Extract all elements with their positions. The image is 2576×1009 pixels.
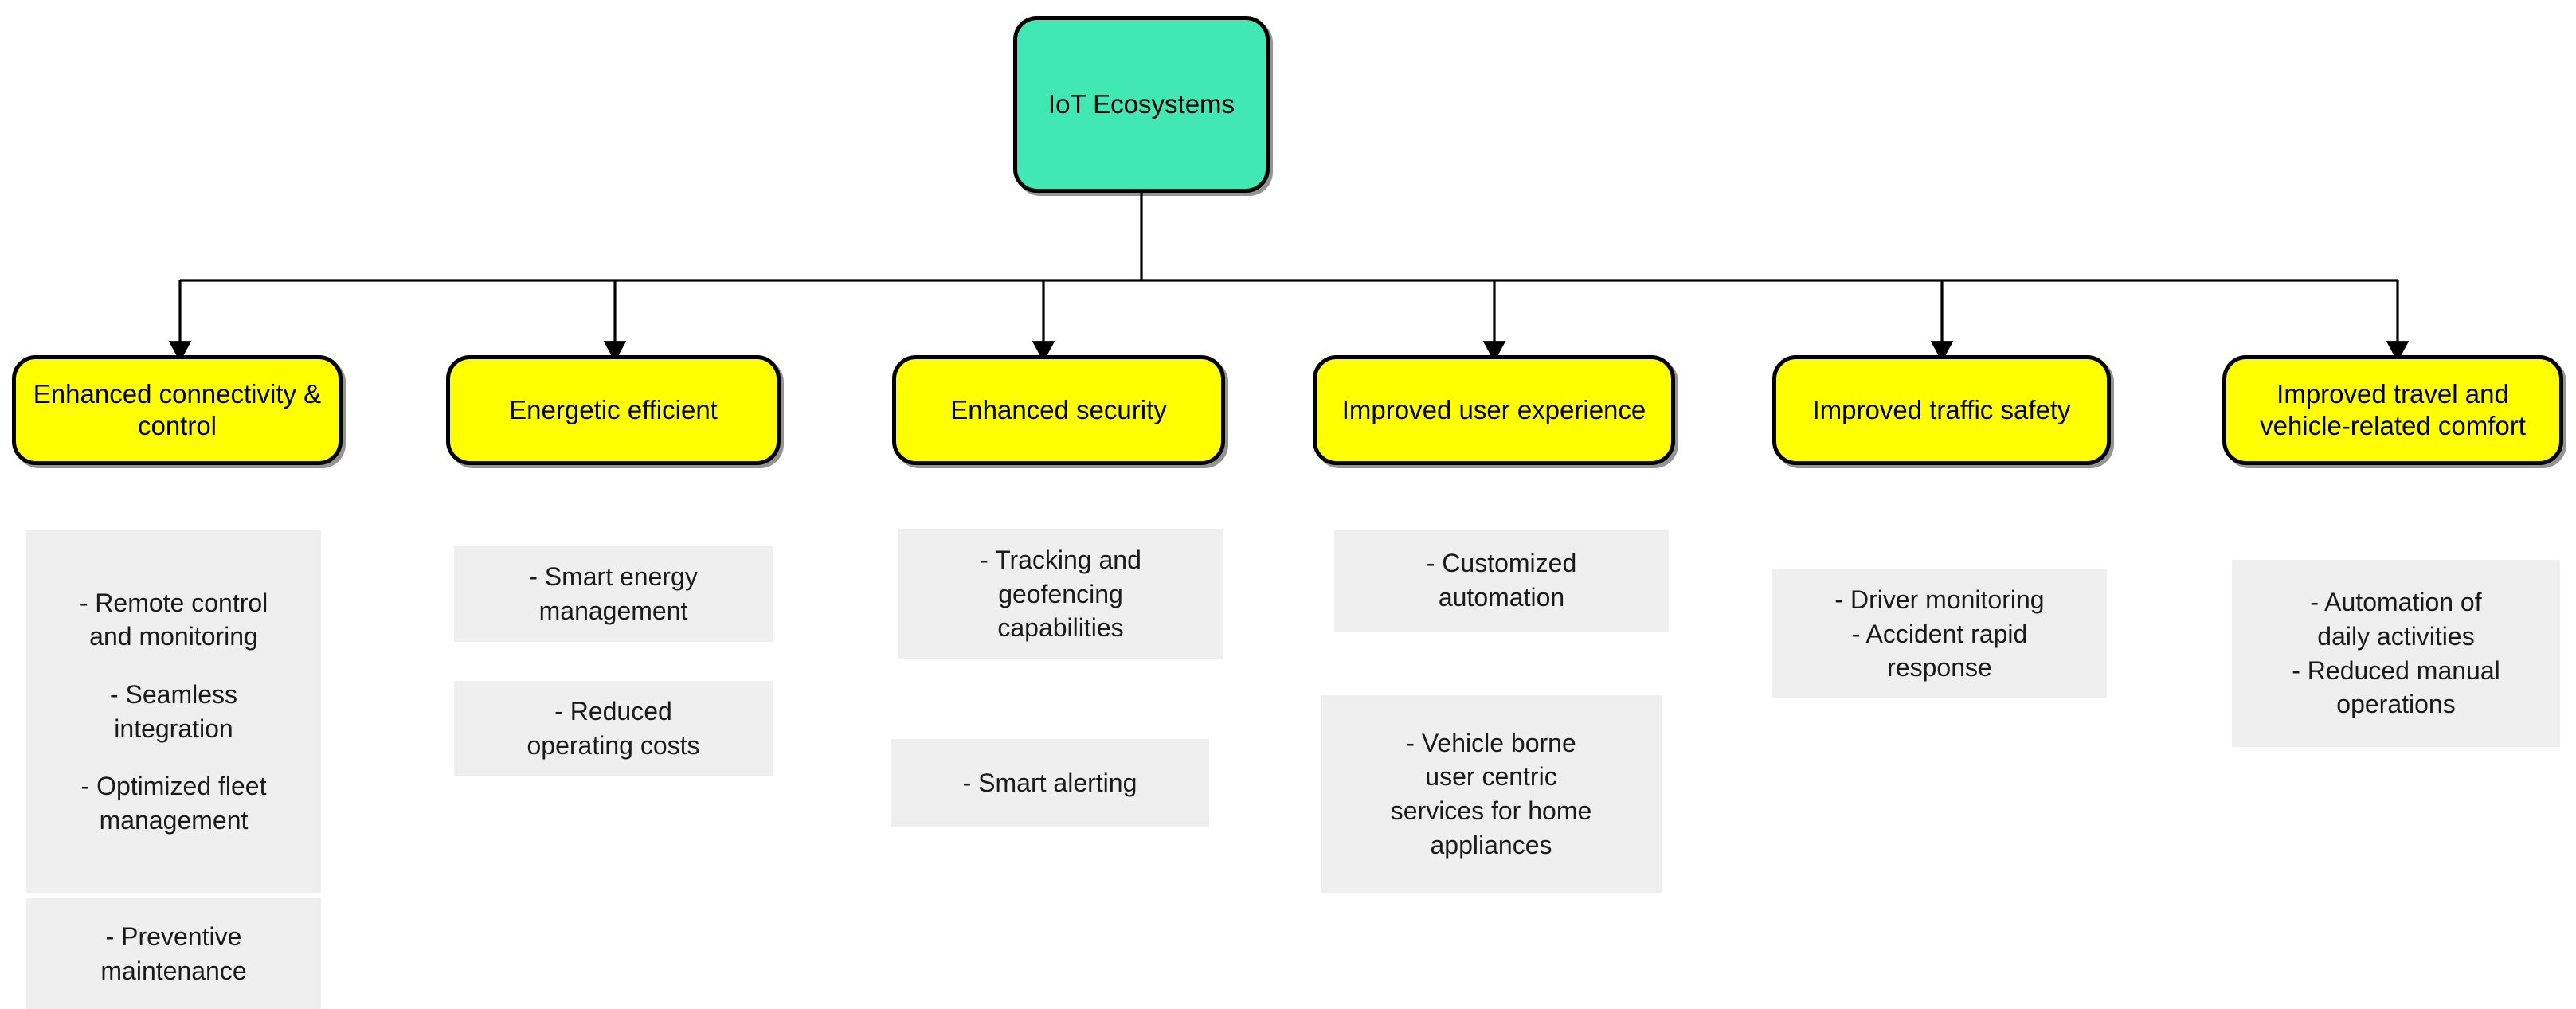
detail-panel: - Preventive maintenance bbox=[26, 898, 321, 1009]
detail-panel: - Tracking and geofencing capabilities bbox=[898, 529, 1223, 659]
detail-panel: - Customized automation bbox=[1334, 530, 1669, 632]
branch-node-label: Enhanced security bbox=[950, 394, 1167, 424]
detail-item: - Preventive maintenance bbox=[100, 921, 247, 985]
branch-node-enhanced-security[interactable]: Enhanced security bbox=[892, 355, 1225, 465]
detail-item: - Reduced manual operations bbox=[2292, 655, 2500, 719]
detail-item: - Vehicle borne user centric services fo… bbox=[1390, 728, 1592, 859]
detail-item: - Smart alerting bbox=[962, 768, 1137, 797]
branch-node-improved-traffic-safety[interactable]: Improved traffic safety bbox=[1772, 355, 2111, 465]
branch-node-enhanced-connectivity-control[interactable]: Enhanced connectivity & control bbox=[12, 355, 343, 465]
branch-node-label: Improved travel and vehicle-related comf… bbox=[2260, 378, 2526, 440]
detail-item: - Customized automation bbox=[1426, 549, 1577, 612]
detail-panel: - Remote control and monitoring - Seamle… bbox=[26, 530, 321, 893]
detail-panel: - Vehicle borne user centric services fo… bbox=[1321, 695, 1662, 893]
branch-node-label: Energetic efficient bbox=[509, 394, 718, 424]
detail-item: - Smart energy management bbox=[529, 562, 698, 625]
root-node-label: IoT Ecosystems bbox=[1047, 88, 1235, 119]
root-node-iot-ecosystems[interactable]: IoT Ecosystems bbox=[1013, 16, 1270, 193]
detail-panel: - Smart energy management bbox=[454, 546, 773, 642]
detail-item: - Seamless integration bbox=[109, 679, 238, 743]
branch-node-improved-travel-comfort[interactable]: Improved travel and vehicle-related comf… bbox=[2222, 355, 2563, 465]
detail-panel: - Smart alerting bbox=[891, 739, 1209, 827]
branch-node-energetic-efficient[interactable]: Energetic efficient bbox=[446, 355, 781, 465]
detail-panel: - Automation of daily activities - Reduc… bbox=[2232, 560, 2560, 747]
branch-node-label: Enhanced connectivity & control bbox=[33, 378, 322, 440]
detail-panel: - Driver monitoring - Accident rapid res… bbox=[1772, 569, 2107, 698]
detail-panel: - Reduced operating costs bbox=[454, 681, 773, 776]
detail-item: - Tracking and geofencing capabilities bbox=[980, 546, 1141, 643]
branch-node-label: Improved user experience bbox=[1341, 394, 1646, 424]
detail-item: - Accident rapid response bbox=[1851, 619, 2028, 682]
detail-item: - Remote control and monitoring bbox=[79, 588, 268, 651]
detail-item: - Optimized fleet management bbox=[80, 772, 267, 835]
branch-node-label: Improved traffic safety bbox=[1812, 394, 2071, 424]
branch-node-improved-user-experience[interactable]: Improved user experience bbox=[1313, 355, 1675, 465]
detail-item: - Reduced operating costs bbox=[527, 697, 700, 760]
detail-item: - Automation of daily activities bbox=[2310, 588, 2482, 651]
detail-item: - Driver monitoring bbox=[1834, 585, 2045, 615]
